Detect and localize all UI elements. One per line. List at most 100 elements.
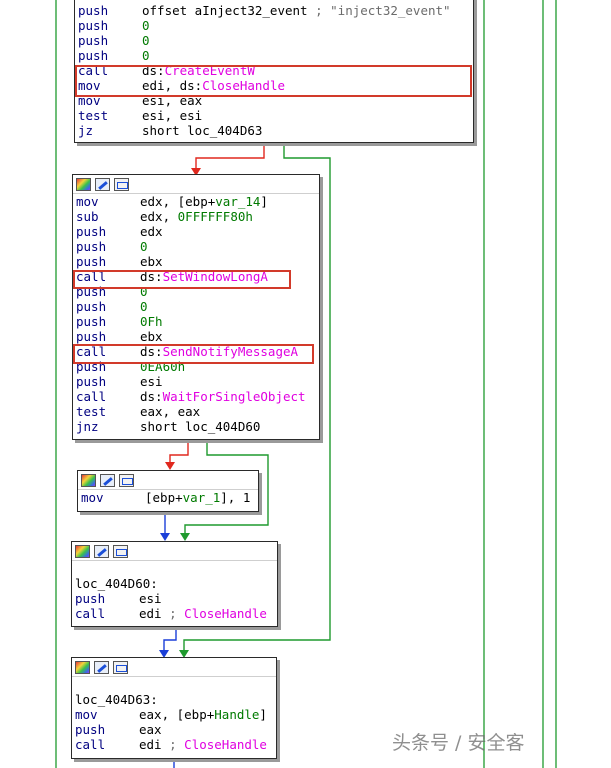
mnemonic: sub [76,209,99,224]
import-name[interactable]: CloseHandle [202,78,286,93]
instruction-line[interactable]: push 0 [78,18,473,33]
operand: edx, [ebp+ [140,194,216,209]
mnemonic: call [75,737,106,752]
rename-pencil-icon[interactable] [100,473,115,487]
operand: esi, esi [142,108,203,123]
rename-pencil-icon[interactable] [95,177,110,191]
operand: edx, [140,209,178,224]
operand-symbol: 0EA60h [140,359,186,374]
arrow-red-2 [165,462,175,470]
operand: edi, ds: [142,78,203,93]
import-name[interactable]: WaitForSingleObject [162,389,306,404]
import-name[interactable]: CloseHandle [184,737,267,752]
arrow-green-2 [180,533,190,541]
color-palette-icon[interactable] [75,544,90,558]
rename-pencil-icon[interactable] [94,660,109,674]
mnemonic: call [76,269,107,284]
mnemonic: push [78,18,109,33]
import-name[interactable]: CreateEventW [164,63,255,78]
operand: [ebp+ [145,490,183,505]
operand-symbol: 0 [140,299,148,314]
code-label-line[interactable]: loc_404D63: [75,692,276,707]
mnemonic: push [75,591,106,606]
code-label-line[interactable]: loc_404D60: [75,576,277,591]
instruction-line[interactable]: sub edx, 0FFFFFF80h [76,209,319,224]
instruction-line[interactable] [75,677,276,692]
operand: short loc_404D60 [140,419,261,434]
code-label[interactable]: loc_404D60: [75,576,158,591]
operand-symbol: 0FFFFFF80h [177,209,253,224]
mnemonic: push [75,722,106,737]
code-label[interactable]: loc_404D63: [75,692,158,707]
color-palette-icon[interactable] [76,177,91,191]
graph-overview-icon[interactable] [113,544,128,558]
color-palette-icon[interactable] [81,473,96,487]
instruction-line[interactable]: mov[ebp+var_1], 1 [81,490,258,505]
rename-pencil-icon[interactable] [94,544,109,558]
operand: edx [140,224,163,239]
instruction-line[interactable] [75,561,277,576]
mnemonic: mov [75,707,98,722]
operand: offset aInject32_event [142,3,316,18]
import-name[interactable]: SetWindowLongA [162,269,268,284]
operand-symbol: 0 [140,284,148,299]
operand: ], 1 [220,490,251,505]
mnemonic: push [78,33,109,48]
block-toolbar [72,658,276,677]
code-block-set-flag[interactable]: mov[ebp+var_1], 1 [77,470,259,512]
block-toolbar [78,471,258,490]
color-palette-icon[interactable] [75,660,90,674]
operand-symbol: 0 [140,239,148,254]
mnemonic: jz [78,123,94,138]
operand: ] [260,194,268,209]
graph-overview-icon[interactable] [113,660,128,674]
mnemonic: call [75,606,106,621]
graph-overview-icon[interactable] [114,177,129,191]
operand-symbol: 0Fh [140,314,163,329]
import-name[interactable]: CloseHandle [184,606,267,621]
graph-overview-icon[interactable] [119,473,134,487]
mnemonic: push [78,3,109,18]
mnemonic: mov [76,194,99,209]
arrow-blue-1 [160,533,170,541]
mnemonic: call [76,344,107,359]
operand-symbol: 0 [142,18,150,33]
import-name[interactable]: SendNotifyMessageA [162,344,299,359]
